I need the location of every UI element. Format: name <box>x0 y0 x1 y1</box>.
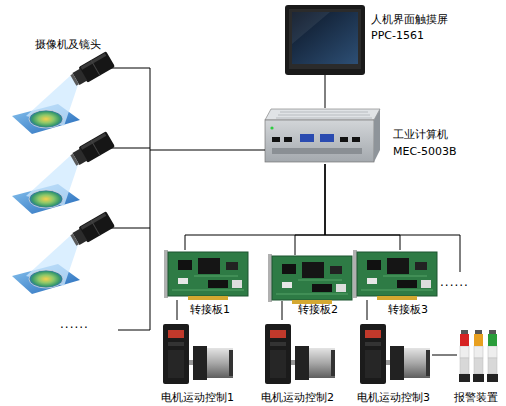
motor-control-node: 电机运动控制2 <box>265 320 337 386</box>
adapter-card-icon <box>268 254 352 304</box>
connector-line <box>185 164 325 250</box>
camera-icon <box>12 131 115 214</box>
node-label: 人机界面触摸屏 <box>371 13 448 26</box>
computer-icon <box>265 109 380 162</box>
connector-line <box>295 164 325 255</box>
alarm-node: 报警装置 <box>457 328 499 380</box>
camera-group-node: 摄像机及镜头 <box>10 38 150 334</box>
touchscreen-node: 人机界面触摸屏PPC-1561 <box>285 5 365 75</box>
connector-line <box>177 300 178 320</box>
node-label: 转接板2 <box>298 303 338 316</box>
adapter-card-node: 转接板2 <box>270 255 348 301</box>
computer-node: 工业计算机MEC-5003B <box>265 108 380 164</box>
camera-icon <box>12 51 115 134</box>
camera-bus <box>110 68 150 330</box>
motor-control-node: 电机运动控制1 <box>163 320 235 386</box>
node-label: 电机运动控制2 <box>261 391 334 404</box>
servo-motor-icon <box>265 324 335 384</box>
connector-line <box>282 301 283 320</box>
servo-motor-icon <box>360 324 430 384</box>
ellipsis-label: ...... <box>440 276 469 289</box>
adapter-card-node: 转接板1 <box>165 250 250 300</box>
adapter-card-icon <box>353 250 437 300</box>
node-label: 摄像机及镜头 <box>35 38 101 51</box>
connector-line <box>325 75 326 108</box>
alarm-tower-icon <box>459 330 498 382</box>
connector-line <box>325 164 400 250</box>
node-label: 转接板1 <box>190 303 230 316</box>
connector-line <box>150 150 265 151</box>
node-label: 工业计算机 <box>393 128 448 141</box>
node-label: PPC-1561 <box>371 29 424 42</box>
adapter-card-icon <box>164 250 248 300</box>
node-label: MEC-5003B <box>393 145 457 158</box>
node-label: 电机运动控制3 <box>357 391 430 404</box>
connector-line <box>367 300 368 320</box>
connector-line <box>432 355 457 356</box>
ellipsis-label: ...... <box>60 318 89 331</box>
servo-motor-icon <box>163 324 233 384</box>
node-label: 电机运动控制1 <box>161 391 234 404</box>
motor-control-node: 电机运动控制3 <box>360 320 432 386</box>
monitor-icon <box>285 5 365 75</box>
node-label: 转接板3 <box>388 303 428 316</box>
node-label: 报警装置 <box>454 391 498 404</box>
adapter-card-node: 转接板3 <box>355 250 437 300</box>
camera-icon <box>12 211 115 294</box>
